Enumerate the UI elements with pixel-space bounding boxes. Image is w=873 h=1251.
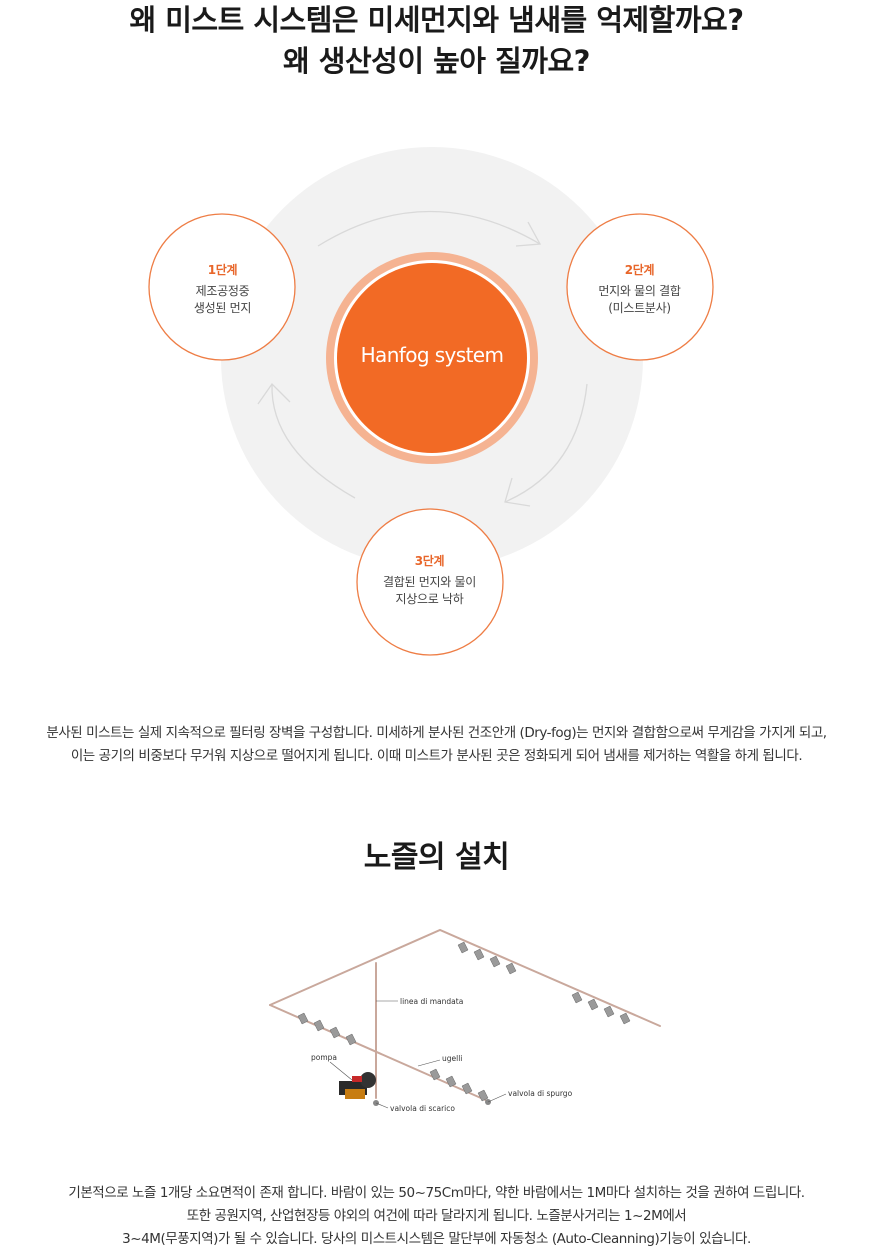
label-scarico: valvola di scarico	[390, 1104, 455, 1113]
stage-3-step: 3단계	[414, 554, 445, 568]
nozzle-leader	[417, 1059, 441, 1067]
nozzle	[313, 1019, 325, 1032]
pump-motor	[360, 1072, 376, 1088]
cycle-arrows	[257, 210, 588, 507]
process-cycle-diagram	[148, 147, 714, 656]
stage-1-step: 1단계	[207, 263, 238, 277]
nozzle	[297, 1012, 309, 1025]
stage-2-step: 2단계	[624, 263, 655, 277]
arrow-top-head	[515, 221, 542, 247]
nozzle-installation-diagram: linea di mandata pompa ugelli valvola di…	[269, 928, 661, 1113]
nozzle	[429, 1068, 441, 1081]
mist-description: 분사된 미스트는 실제 지속적으로 필터링 장벽을 구성합니다. 미세하게 분사…	[0, 722, 873, 768]
nozzle	[587, 998, 599, 1011]
nozzle	[461, 1082, 473, 1095]
pipe-network	[269, 928, 661, 1103]
arrow-left-head	[257, 382, 291, 405]
arrow-right-head	[504, 477, 531, 507]
center-circle	[337, 263, 527, 453]
nozzle-group	[297, 941, 631, 1102]
stage-3-description: 결합된 먼지와 물이 지상으로 낙하	[383, 575, 476, 606]
stage-3: 3단계 결합된 먼지와 물이 지상으로 낙하	[357, 553, 502, 608]
nozzle	[445, 1075, 457, 1088]
label-ugelli: ugelli	[442, 1054, 462, 1063]
label-pompa: pompa	[311, 1053, 337, 1062]
label-spurgo: valvola di spurgo	[508, 1089, 573, 1098]
arrow-right	[504, 383, 588, 503]
stage-2-description: 먼지와 물의 결합 (미스트분사)	[598, 284, 681, 315]
stage-1-circle	[148, 213, 296, 361]
mist-description-line-2: 이는 공기의 비중보다 무거워 지상으로 떨어지게 됩니다. 이때 미스트가 분…	[70, 748, 803, 764]
stage-2-circle	[566, 213, 714, 361]
installation-description-line-3: 3~4M(무풍지역)가 될 수 있습니다. 당사의 미스트시스템은 말단부에 자…	[122, 1231, 751, 1247]
arrow-top	[317, 210, 541, 247]
stage-1: 1단계 제조공정중 생성된 먼지	[150, 262, 295, 317]
page-title-line-2: 왜 생산성이 높아 질까요?	[283, 44, 590, 78]
nozzle	[473, 948, 485, 961]
nozzle	[603, 1005, 615, 1018]
leader-lines	[329, 1000, 507, 1109]
nozzle	[489, 955, 501, 968]
nozzle	[345, 1033, 357, 1046]
page-title-line-1: 왜 미스트 시스템은 미세먼지와 냄새를 억제할까요?	[129, 3, 744, 37]
arrow-left	[271, 383, 356, 499]
nozzle	[329, 1026, 341, 1039]
nozzle	[477, 1089, 489, 1102]
nozzle	[619, 1012, 631, 1025]
stage-1-description: 제조공정중 생성된 먼지	[193, 284, 252, 315]
installation-description: 기본적으로 노즐 1개당 소요면적이 존재 합니다. 바람이 있는 50~75C…	[0, 1182, 873, 1251]
stage-2: 2단계 먼지와 물의 결합 (미스트분사)	[567, 262, 712, 317]
label-mandata: linea di mandata	[400, 997, 463, 1006]
nozzle	[571, 991, 583, 1004]
purge-leader	[487, 1093, 507, 1103]
stage-3-circle	[356, 508, 504, 656]
pump-base	[345, 1089, 365, 1099]
nozzle	[505, 962, 517, 975]
installation-title: 노즐의 설치	[363, 840, 510, 875]
drain-leader	[375, 1102, 389, 1109]
page-title: 왜 미스트 시스템은 미세먼지와 냄새를 억제할까요? 왜 생산성이 높아 질까…	[0, 0, 873, 82]
pump-unit	[339, 1072, 376, 1099]
pump-accent	[352, 1076, 362, 1082]
installation-description-line-1: 기본적으로 노즐 1개당 소요면적이 존재 합니다. 바람이 있는 50~75C…	[68, 1185, 805, 1201]
center-label: Hanfog system	[360, 343, 504, 367]
installation-description-line-2: 또한 공원지역, 산업현장등 야외의 여건에 따라 달라지게 됩니다. 노즐분사…	[186, 1208, 687, 1224]
pump-leader	[329, 1061, 353, 1081]
pipe-back	[269, 928, 661, 1027]
nozzle	[457, 941, 469, 954]
mist-description-line-1: 분사된 미스트는 실제 지속적으로 필터링 장벽을 구성합니다. 미세하게 분사…	[46, 725, 827, 741]
